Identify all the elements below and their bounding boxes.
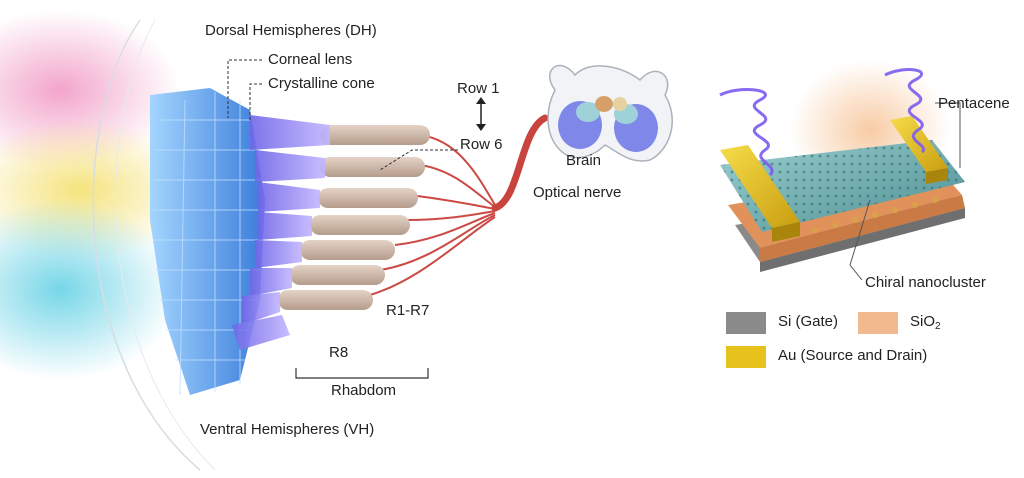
label-r1-r7: R1-R7: [386, 302, 430, 319]
ommatidia-facets: [150, 88, 265, 396]
leader-lines: [227, 59, 458, 171]
legend-label-sio2: SiO2: [910, 313, 941, 332]
label-crystalline-cone: Crystalline cone: [268, 75, 375, 92]
label-brain: Brain: [566, 152, 602, 169]
legend-swatch-si: [726, 312, 766, 334]
legend-swatch-sio2: [858, 312, 898, 334]
label-rhabdom: Rhabdom: [331, 382, 397, 399]
label-chiral-nanocluster: Chiral nanocluster: [865, 274, 986, 291]
label-r8: R8: [329, 344, 349, 361]
label-row-1: Row 1: [457, 80, 500, 97]
legend-swatch-au: [726, 346, 766, 368]
legend-label-au: Au (Source and Drain): [778, 347, 928, 364]
rhabdom-bracket: [295, 368, 429, 379]
crystalline-cones: [232, 115, 330, 350]
row-arrow: [476, 97, 486, 131]
optical-nerve-bundle: [491, 114, 549, 212]
brain-illustration: [547, 64, 673, 162]
device-illustration: [719, 68, 965, 281]
eye-globe: [92, 19, 216, 471]
nerve-fibres: [369, 134, 496, 296]
label-corneal-lens: Corneal lens: [268, 51, 353, 68]
label-dorsal-hemispheres: Dorsal Hemispheres (DH): [205, 22, 377, 39]
legend-label-si: Si (Gate): [778, 313, 839, 330]
label-ventral-hemispheres: Ventral Hemispheres (VH): [200, 421, 375, 438]
label-optical-nerve: Optical nerve: [533, 184, 622, 201]
label-pentacene: Pentacene: [938, 95, 1010, 112]
label-row-6: Row 6: [460, 136, 503, 153]
rhabdom-rods: [278, 125, 430, 310]
